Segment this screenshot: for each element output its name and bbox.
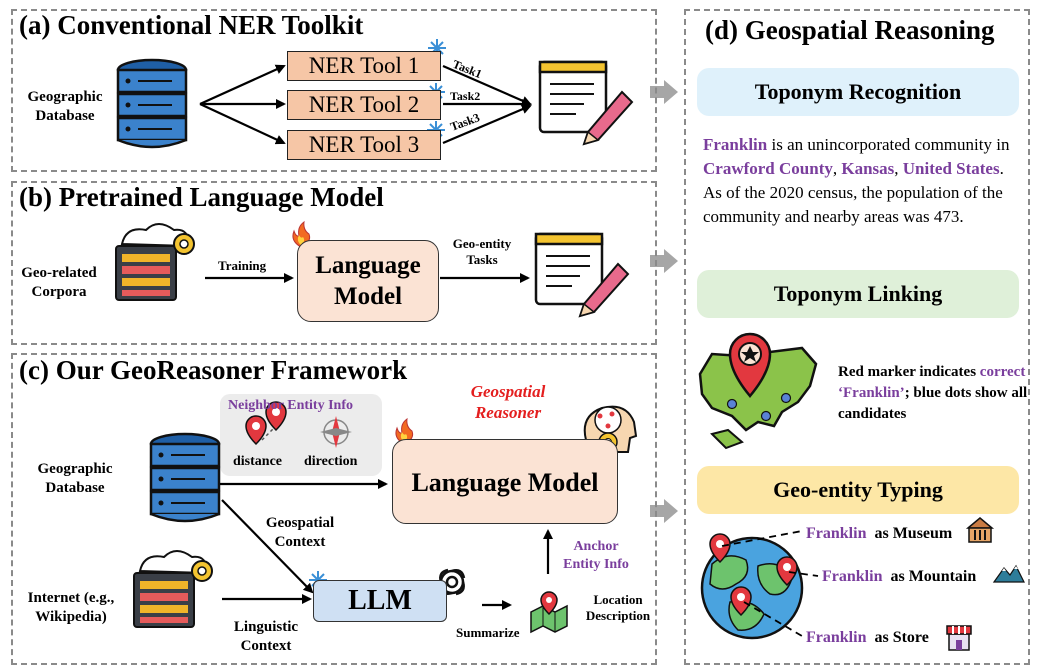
- task-2-label: Task2: [450, 89, 481, 103]
- recognition-paragraph: Franklin is an unincorporated community …: [703, 135, 1010, 226]
- ner-tool-2: NER Tool 2: [287, 90, 441, 120]
- typing-item-museum: Franklin as Museum: [806, 525, 953, 542]
- neighbor-info-bg: [220, 394, 382, 476]
- llm-box: LLM: [313, 580, 447, 622]
- entity-franklin: Franklin: [703, 135, 768, 154]
- toponym-recognition-band: Toponym Recognition: [697, 68, 1019, 116]
- typing-item-mountain: Franklin as Mountain: [822, 568, 977, 585]
- ner-tool-3: NER Tool 3: [287, 130, 441, 160]
- panel-c: [11, 353, 657, 665]
- distance-label: distance: [233, 454, 282, 469]
- entity-crawford-county: Crawford County: [703, 159, 833, 178]
- neighbor-entity-info-label: Neighbor Entity Info: [228, 398, 353, 413]
- panel-b-title: (b) Pretrained Language Model: [19, 182, 384, 212]
- anchor-entity-info-label: Anchor Entity Info: [563, 539, 629, 572]
- panel-c-title: (c) Our GeoReasoner Framework: [19, 355, 408, 385]
- geo-corpora-label: Geo-related Corpora: [21, 265, 97, 300]
- panel-a-title: (a) Conventional NER Toolkit: [19, 10, 364, 40]
- geo-entity-tasks-label: Geo-entity Tasks: [452, 236, 512, 268]
- toponym-linking-band: Toponym Linking: [697, 270, 1019, 318]
- summarize-label: Summarize: [456, 625, 520, 640]
- geo-entity-typing-band: Geo-entity Typing: [697, 466, 1019, 514]
- geospatial-context-label: Geospatial Context: [265, 515, 335, 550]
- internet-label: Internet (e.g., Wikipedia): [27, 590, 115, 625]
- panel-a: [11, 9, 657, 172]
- language-model-box-b: Language Model: [297, 240, 439, 322]
- training-label: Training: [218, 258, 267, 273]
- linguistic-context-label: Linguistic Context: [233, 619, 299, 654]
- language-model-box-c: Language Model: [392, 439, 618, 524]
- panel-d: [684, 9, 1030, 665]
- ner-tool-1: NER Tool 1: [287, 51, 441, 81]
- typing-item-store: Franklin as Store: [806, 629, 929, 646]
- linking-caption: Red marker indicates correct ‘Franklin’;…: [838, 364, 1028, 422]
- geospatial-reasoner-label: Geospatial Reasoner: [470, 382, 546, 423]
- entity-united-states: United States: [902, 159, 1000, 178]
- direction-label: direction: [304, 454, 358, 469]
- panel-d-title: (d) Geospatial Reasoning: [705, 15, 995, 45]
- geographic-database-label-c: Geographic Database: [37, 461, 113, 496]
- panel-b: [11, 181, 657, 345]
- entity-kansas: Kansas: [841, 159, 895, 178]
- geographic-database-label: Geographic Database: [27, 89, 103, 124]
- location-description-label: Location Description: [585, 592, 651, 624]
